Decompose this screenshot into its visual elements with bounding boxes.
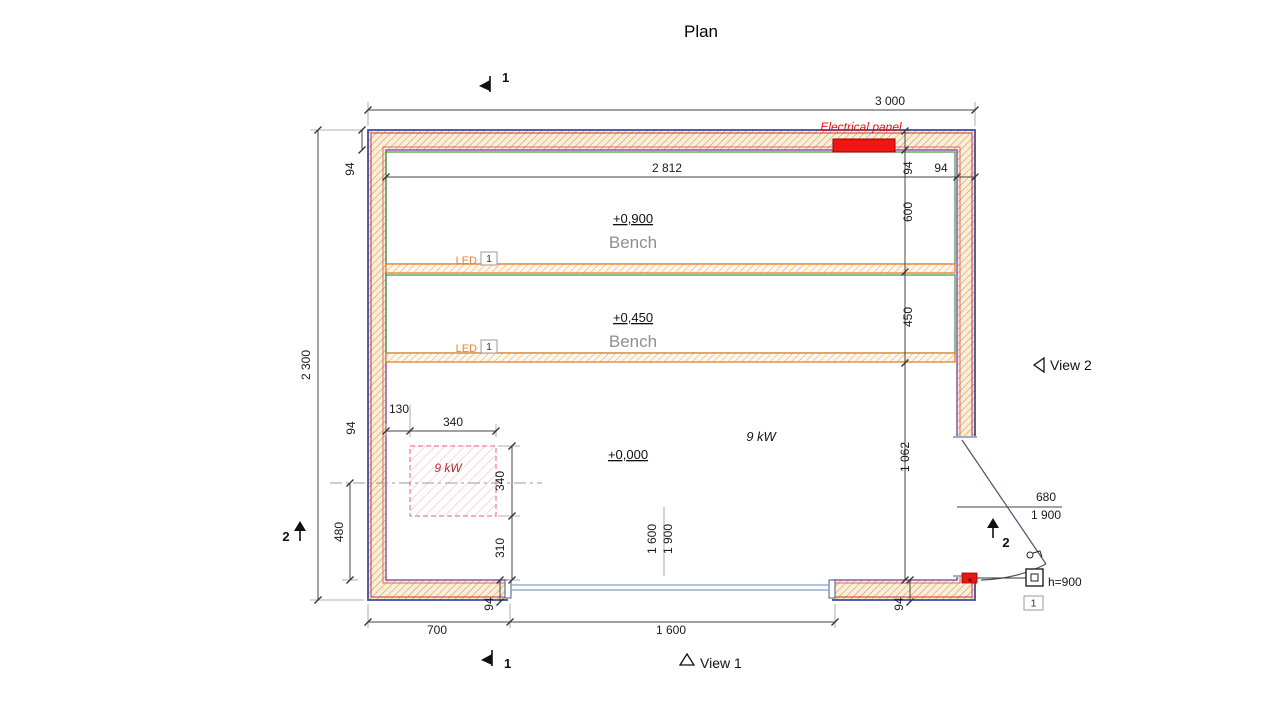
section-label: 1: [504, 656, 511, 671]
bench-lower-label: Bench: [609, 332, 657, 351]
door-leaf: [961, 439, 1047, 565]
room-power-label: 9 kW: [746, 429, 777, 444]
dim-door-height: 1 900: [1031, 508, 1061, 522]
dim-total-depth: 2 300: [299, 350, 313, 380]
view2-marker: View 2: [1032, 356, 1092, 374]
led-tag: 1: [486, 253, 492, 265]
heater-power-label: 9 kW: [434, 461, 463, 475]
led-label: LED: [456, 255, 477, 267]
bench-upper-elevation: +0,900: [613, 211, 653, 226]
section-arrow-icon: [987, 518, 999, 528]
dim-door-width: 680: [1036, 490, 1056, 504]
dim-heater-axis: 480: [332, 522, 346, 542]
section-arrow-icon: [481, 654, 492, 665]
view2-label: View 2: [1050, 357, 1092, 373]
dim-total-width: 3 000: [875, 94, 905, 108]
dimension-lines: [317, 109, 1062, 623]
section-marker-1-top: 1: [479, 70, 509, 92]
dim-glass-height: 1 900: [661, 524, 675, 554]
door-threshold-marker: [961, 572, 978, 584]
dim-wall-top-right: 94: [901, 161, 915, 175]
section-marker-2-right: 2: [987, 518, 1010, 550]
bench-lower-led-strip: [385, 352, 956, 363]
benches: [385, 151, 956, 363]
dim-glass-width: 1 600: [645, 524, 659, 554]
door-tag: 1: [1031, 598, 1037, 610]
section-arrow-icon: [294, 521, 306, 531]
led-tag-box: [480, 339, 498, 354]
dim-bench-lower-depth: 450: [901, 307, 915, 327]
floor-elevation: +0,000: [608, 447, 648, 462]
led-marker-lower: LED 1: [456, 339, 498, 355]
swing-door: h=900 1: [953, 436, 1082, 611]
dim-bench-upper-depth: 600: [901, 202, 915, 222]
glass-opening: [508, 576, 832, 602]
led-tag-box: [480, 251, 498, 266]
dim-wall-top-left: 94: [343, 162, 357, 176]
dim-floor-zone: 1 062: [898, 442, 912, 472]
dim-heater-gap: 130: [389, 402, 409, 416]
door-tag-box: [1023, 595, 1044, 611]
dim-heater-front: 310: [493, 538, 507, 558]
view-arrow-icon: [1032, 356, 1045, 374]
dim-wall-bottom-right: 94: [892, 597, 906, 611]
dim-heater-depth: 340: [493, 471, 507, 491]
led-marker-upper: LED 1: [456, 251, 498, 267]
bench-lower-elevation: +0,450: [613, 310, 653, 325]
dim-wall-left: 94: [344, 421, 358, 435]
door-height-note: h=900: [1048, 575, 1082, 589]
view1-marker: View 1: [678, 652, 742, 671]
section-marker-2-left: 2: [282, 521, 306, 544]
door-handle-icon: [1026, 551, 1034, 559]
bench-upper-led-strip: [385, 263, 956, 274]
section-arrow-icon: [479, 80, 490, 91]
dim-inner-width: 2 812: [652, 161, 682, 175]
dim-heater-width: 340: [443, 415, 463, 429]
section-marker-1-bottom: 1: [481, 650, 511, 671]
section-label: 1: [502, 70, 509, 85]
bench-upper-label: Bench: [609, 233, 657, 252]
dim-front-left: 700: [427, 623, 447, 637]
extension-lines: [310, 102, 976, 628]
electrical-panel-label: Electrical panel: [820, 120, 902, 134]
dim-front-glass: 1 600: [656, 623, 686, 637]
led-tag: 1: [486, 341, 492, 353]
dim-wall-bottom-left: 94: [482, 597, 496, 611]
view-arrow-icon: [678, 652, 696, 666]
door-swing-arc: [980, 563, 1047, 581]
dim-wall-right: 94: [934, 161, 948, 175]
door-pivot-dot: [968, 578, 972, 582]
heater-outline: [409, 445, 497, 517]
led-label: LED: [456, 343, 477, 355]
section-label: 2: [282, 529, 289, 544]
electrical-panel: Electrical panel: [820, 120, 902, 153]
heater: 9 kW: [330, 445, 542, 517]
view1-label: View 1: [700, 655, 742, 671]
page-title: Plan: [684, 22, 718, 41]
dimension-ticks: [314, 106, 979, 626]
section-label: 2: [1002, 535, 1009, 550]
